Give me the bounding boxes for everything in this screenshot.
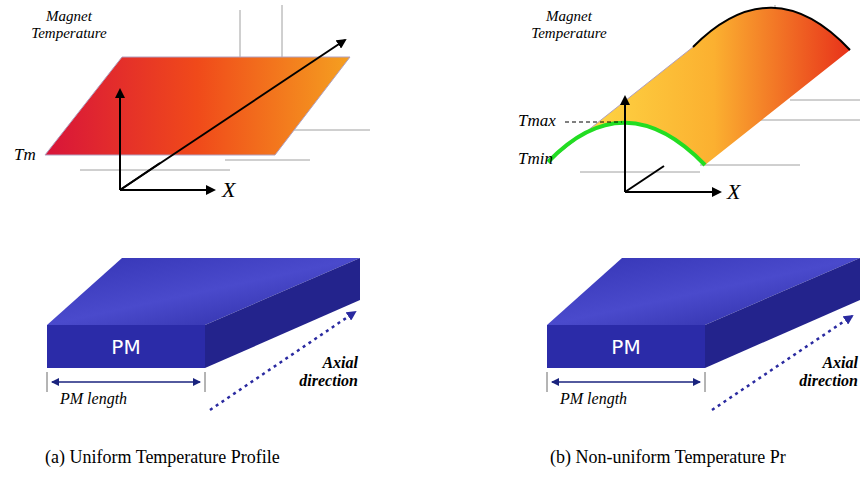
caption-text: (b) Non-uniform Temperature Pr <box>550 448 786 468</box>
annotation-label: X <box>727 180 740 204</box>
annotation-label: Tmin <box>518 150 553 169</box>
annotation-label: Tmax <box>518 112 556 131</box>
magnet-label: PM <box>111 335 140 359</box>
annotation-label: Axial direction <box>778 354 858 389</box>
annotation-label: X <box>222 178 235 202</box>
annotation-label: Tm <box>14 146 36 165</box>
annotation-label: PM length <box>560 390 627 408</box>
magnet-front-face: PM <box>547 325 705 368</box>
magnet-label: PM <box>611 335 640 359</box>
annotation-label: Axial direction <box>278 354 358 389</box>
annotation-label: Magnet Temperature <box>514 8 624 41</box>
annotation-label: Magnet Temperature <box>14 8 124 41</box>
magnet-front-face: PM <box>47 325 205 368</box>
annotation-label: PM length <box>60 390 127 408</box>
caption-text: (a) Uniform Temperature Profile <box>45 448 280 468</box>
